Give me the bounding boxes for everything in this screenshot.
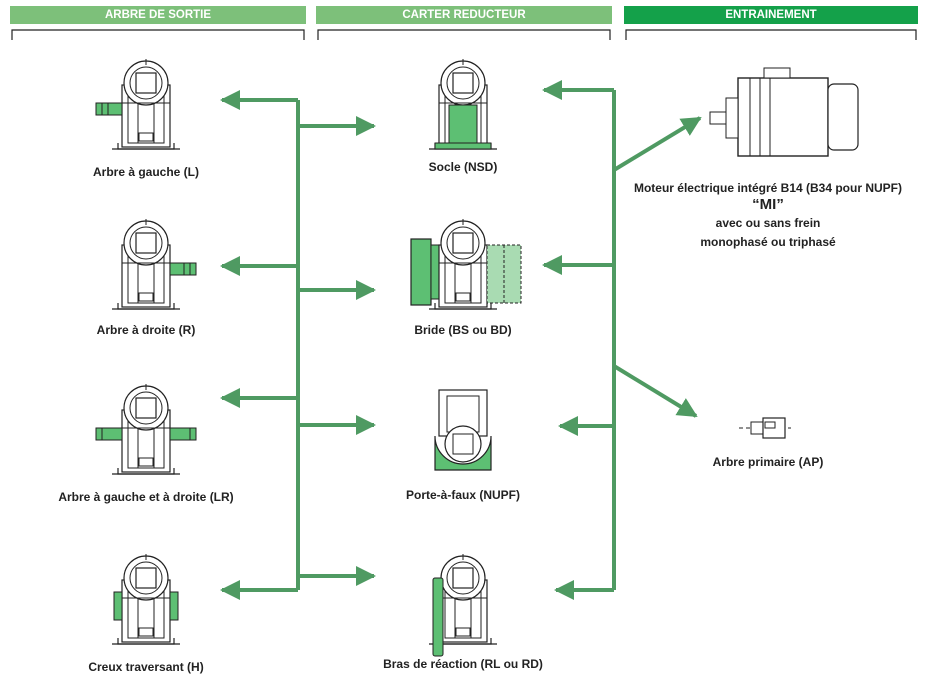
reducer-left-shaft-icon — [95, 58, 181, 150]
header-housing: CARTER REDUCTEUR — [316, 6, 612, 24]
reducer-right-shaft-icon — [111, 218, 197, 310]
reducer-flange-mount-icon — [410, 218, 522, 310]
reducer-hollow-shaft-icon — [111, 553, 181, 645]
reducer-both-shafts-icon — [95, 383, 197, 475]
label-motor-line1: Moteur électrique intégré B14 (B34 pour … — [633, 181, 903, 195]
label-hollow-shaft: Creux traversant (H) — [88, 660, 204, 674]
label-motor-line3: monophasé ou triphasé — [700, 235, 836, 249]
reducer-torque-arm-icon — [428, 553, 498, 657]
header-output-shaft: ARBRE DE SORTIE — [10, 6, 306, 24]
label-input-shaft: Arbre primaire (AP) — [712, 455, 824, 469]
header-drive: ENTRAINEMENT — [624, 6, 918, 24]
header-brackets — [11, 29, 917, 40]
label-left-shaft: Arbre à gauche (L) — [92, 165, 200, 179]
label-right-shaft: Arbre à droite (R) — [96, 323, 196, 337]
label-torque-arm: Bras de réaction (RL ou RD) — [383, 657, 543, 671]
reducer-foot-mount-icon — [428, 58, 498, 150]
label-flange-mount: Bride (BS ou BD) — [414, 323, 512, 337]
electric-motor-icon — [709, 67, 859, 157]
label-motor-code: “MI” — [752, 196, 784, 213]
label-motor-line2: avec ou sans frein — [715, 216, 821, 230]
connector-arrows — [220, 80, 702, 600]
label-overhung: Porte-à-faux (NUPF) — [405, 488, 520, 502]
label-foot-mount: Socle (NSD) — [428, 160, 498, 174]
label-both-shafts: Arbre à gauche et à droite (LR) — [58, 490, 234, 504]
reducer-overhung-icon — [434, 389, 492, 471]
input-shaft-icon — [739, 417, 791, 439]
